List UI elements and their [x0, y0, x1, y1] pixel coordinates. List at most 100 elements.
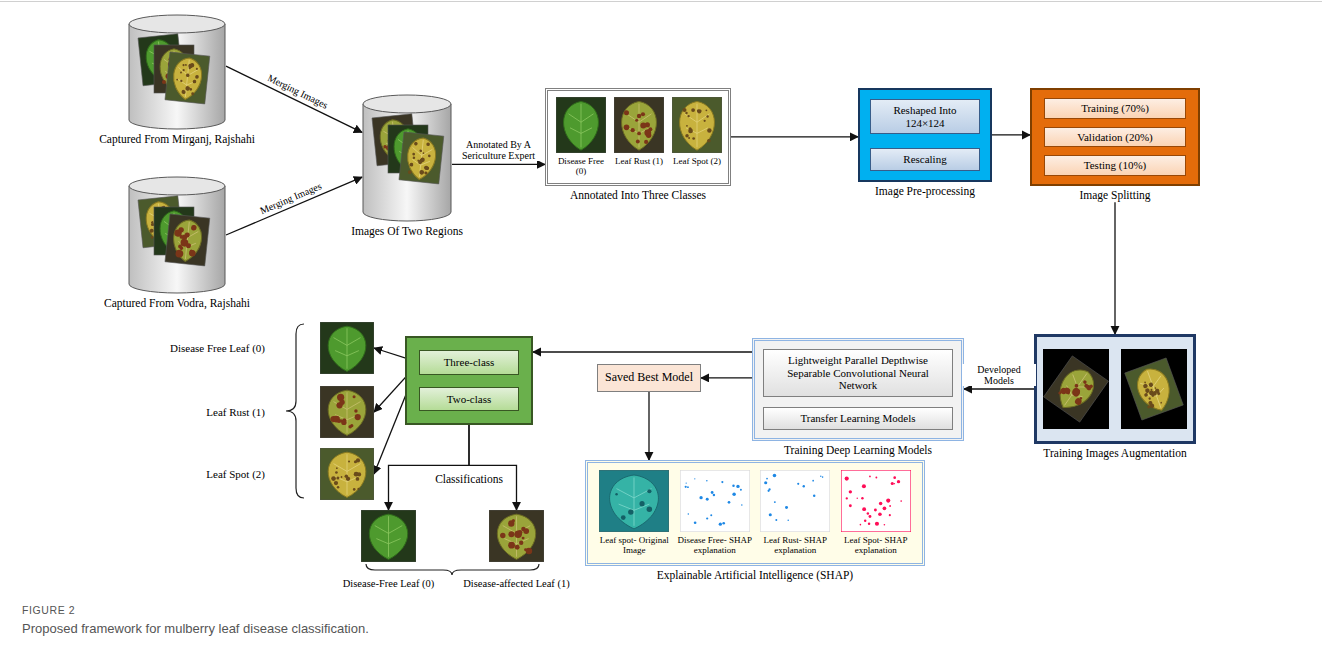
leaf-mark: [189, 250, 196, 257]
box-title: Captured From Vodra, Rajshahi: [104, 297, 250, 310]
leaf-mark: [182, 69, 184, 71]
leaf-mark: [890, 482, 893, 485]
leaf-mark: [418, 160, 422, 164]
leaf-photo: [361, 510, 416, 562]
leaf-mark: [897, 480, 900, 483]
leaf-mark: [1144, 381, 1146, 383]
leaf-mark: [879, 502, 883, 506]
leaf-mark: [180, 80, 183, 83]
leaf-mark: [641, 112, 645, 116]
flow-arrow: [469, 411, 517, 510]
box-label: Leaf Spot (2): [145, 468, 265, 481]
leaf-mark: [514, 531, 522, 539]
leaf-mark: [766, 478, 768, 480]
leaf-mark: [331, 476, 336, 481]
class-option: Two-class: [419, 387, 519, 412]
leaf-mark: [419, 149, 422, 152]
leaf-photo: [760, 470, 830, 532]
split-step-frame: Training (70%): [1044, 98, 1186, 119]
leaf-mark: [523, 528, 529, 534]
leaf-mark: [1151, 393, 1155, 397]
box-title: Explainable Artificial Intelligence (SHA…: [585, 569, 925, 582]
box-label: Saved Best Model: [602, 371, 696, 385]
leaf-mark: [1083, 380, 1088, 385]
leaf-shape: [1132, 364, 1176, 415]
leaf-mark: [428, 154, 431, 157]
leaf-mark: [684, 486, 686, 488]
leaf-mark: [1154, 387, 1156, 389]
annotation-box: Disease Free (0)Leaf Rust (1)Leaf Spot (…: [545, 88, 731, 202]
photo-ground: [556, 97, 606, 153]
leaf-mark: [336, 476, 339, 479]
augmentation-picture: [1037, 337, 1193, 441]
leaf-mark: [874, 509, 877, 512]
leaf-mark: [624, 110, 629, 115]
leaf-mark: [185, 64, 187, 66]
leaf-mark: [357, 488, 359, 490]
leaf-mark: [732, 484, 734, 486]
leaf-image: Leaf Spot (2): [668, 97, 726, 166]
leaf-mark: [621, 515, 626, 520]
leaf-mark: [353, 488, 356, 491]
model-box: Lightweight Parallel Depthwise Separable…: [752, 338, 964, 457]
leaf-mark: [685, 134, 688, 137]
leaf-mark: [189, 88, 192, 91]
top-rule: [0, 1, 1322, 2]
box-title: Training Deep Learning Models: [752, 444, 964, 457]
box-title: Classifications: [435, 473, 503, 486]
box-label: Disease-Free Leaf (0): [343, 578, 435, 590]
leaf-mark: [355, 414, 361, 420]
box-label: Leaf Spot (2): [668, 156, 726, 166]
leaf-vein: [1056, 367, 1096, 412]
leaf-image: Disease-affected Leaf (1): [489, 510, 544, 590]
leaf-shape: [622, 101, 657, 150]
leaf-mark: [875, 522, 879, 526]
split-step-frame: Testing (10%): [1044, 155, 1186, 176]
curly-brace: [286, 324, 304, 498]
leaf-mark: [424, 171, 427, 174]
leaf-mark: [151, 223, 155, 227]
leaf-photo: [489, 510, 544, 562]
leaf-mark: [862, 484, 866, 488]
image-database: Captured From Mirganj, Rajshahi: [128, 14, 226, 146]
box-title: Training Images Augmentation: [1034, 447, 1196, 460]
database-cylinder: [128, 14, 226, 130]
box-label: Training (70%): [1049, 102, 1181, 115]
leaf-shape: [564, 101, 599, 150]
leaf-vein: [334, 392, 361, 433]
flow-arrow: [226, 66, 362, 132]
photo-ground: [320, 448, 374, 500]
leaf-mark: [348, 425, 352, 429]
leaf-mark: [769, 513, 772, 516]
leaf-shape: [328, 452, 366, 497]
leaf-shape: [328, 326, 366, 371]
photo-ground: [1125, 358, 1183, 420]
leaf-mark: [193, 80, 197, 84]
leaf-image: Leaf spot- Original Image: [594, 470, 674, 556]
leaf-mark: [859, 524, 861, 526]
leaf-mark: [889, 505, 891, 507]
saved-model-box-frame: Saved Best Model: [597, 364, 701, 392]
box-label: Disease Free Leaf (0): [145, 342, 265, 355]
leaf-mark: [686, 125, 688, 127]
leaf-mark: [1160, 402, 1162, 404]
class-option: Three-class: [419, 350, 519, 375]
box-label: Rescaling: [876, 153, 974, 166]
leaf-mark: [893, 476, 896, 479]
leaf-mark: [356, 458, 360, 462]
box-title: Image Pre-processing: [858, 185, 992, 198]
leaf-mark: [687, 486, 689, 488]
leaf-mark: [414, 142, 417, 145]
leaf-image: Disease Free- SHAP explanation: [675, 470, 755, 556]
flow-arrow: [389, 411, 470, 510]
leaf-image: Leaf Rust (1): [145, 386, 374, 438]
leaf-mark: [508, 531, 514, 537]
leaf-shape: [369, 514, 407, 559]
leaf-mark: [162, 80, 166, 84]
box-title: Annotated Into Three Classes: [545, 189, 731, 202]
leaf-mark: [337, 486, 340, 489]
leaf-mark: [515, 545, 520, 550]
leaf-mark: [710, 491, 713, 494]
leaf-mark: [774, 501, 776, 503]
leaf-mark: [336, 467, 338, 469]
